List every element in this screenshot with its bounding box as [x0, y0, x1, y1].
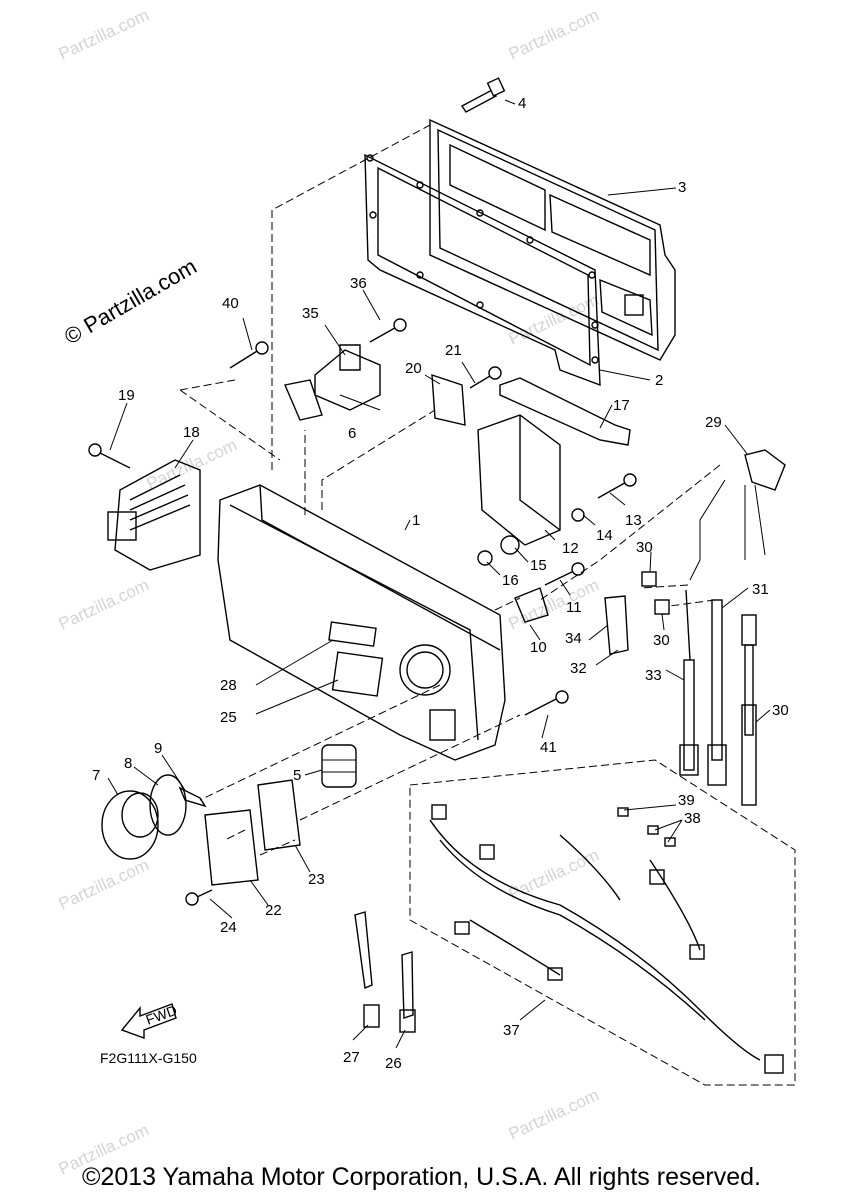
watermark: Partzilla.com [506, 575, 602, 633]
watermark: Partzilla.com [56, 855, 152, 913]
callout-27: 27 [343, 1049, 360, 1066]
part-17-band [499, 377, 631, 446]
fwd-arrow-icon: FWD [120, 1002, 179, 1039]
callout-14: 14 [596, 527, 613, 544]
reference-lines [179, 124, 721, 856]
callout-25: 25 [220, 709, 237, 726]
part-2-gasket [364, 153, 601, 387]
watermark: Partzilla.com [506, 5, 602, 63]
callout-17: 17 [613, 397, 630, 414]
watermarks: Partzilla.com Partzilla.com Partzilla.co… [56, 5, 602, 1178]
part-9-clip [178, 786, 207, 808]
callout-42: 41 [540, 739, 557, 756]
part-29-connector [689, 449, 786, 581]
part-18-rectifier-regulator [107, 459, 201, 571]
callout-15: 15 [530, 557, 547, 574]
callout-37: 36 [350, 275, 367, 292]
callout-20: 20 [405, 360, 422, 377]
callout-23: 23 [308, 871, 325, 888]
callout-39: 38 [684, 810, 701, 827]
part-34-cable [679, 589, 699, 776]
copyright-notice: ©2013 Yamaha Motor Corporation, U.S.A. A… [82, 1163, 761, 1191]
part-22-plate [204, 809, 259, 886]
callout-28: 28 [220, 677, 237, 694]
callout-22: 22 [265, 902, 282, 919]
part-38-wire-harness [429, 804, 784, 1074]
leader-lines [107, 99, 771, 1049]
callout-30a: 30 [636, 539, 653, 556]
callout-30b: 30 [653, 632, 670, 649]
part-31-cable [741, 614, 757, 806]
part-12-cdi-unit [477, 414, 561, 546]
callout-labels: 4 3 2 1 6 35 36 40 19 18 20 21 17 12 14 … [92, 95, 789, 1072]
callout-16: 16 [502, 572, 519, 589]
callout-7: 7 [92, 767, 100, 784]
part-4-screw [460, 77, 506, 113]
callout-29: 29 [705, 414, 722, 431]
callout-35: 34 [565, 630, 582, 647]
main-watermark: © Partzilla.com [60, 254, 201, 350]
callout-6: 6 [348, 425, 356, 442]
callout-18: 18 [183, 424, 200, 441]
callout-33: 32 [570, 660, 587, 677]
part-8-ring [149, 774, 187, 836]
part-5-grommet [321, 744, 357, 788]
part-36-relay [314, 344, 381, 411]
part-39-40-terminals [617, 807, 676, 847]
callout-12: 12 [562, 540, 579, 557]
part-23-plate [257, 779, 301, 851]
callout-4: 4 [518, 95, 526, 112]
callout-2: 2 [655, 372, 663, 389]
watermark: Partzilla.com [506, 845, 602, 903]
part-3-cover [429, 118, 676, 361]
part-26-tie [399, 951, 416, 1033]
watermark: Partzilla.com [56, 5, 152, 63]
callout-19: 19 [118, 387, 135, 404]
part-27-tie [354, 911, 380, 1028]
watermark: Partzilla.com [506, 290, 602, 348]
callout-26: 26 [385, 1055, 402, 1072]
callout-1: 1 [412, 512, 420, 529]
watermark: Partzilla.com [144, 435, 240, 493]
callout-38: 37 [503, 1022, 520, 1039]
part-20-bracket [431, 374, 466, 426]
part-1-electrical-box [217, 484, 506, 761]
part-7-cap [101, 790, 159, 860]
callout-10: 10 [530, 639, 547, 656]
part-6-pad [284, 379, 323, 421]
watermark: Partzilla.com [56, 575, 152, 633]
callout-9: 9 [154, 740, 162, 757]
screws [88, 318, 637, 906]
callout-40: 39 [678, 792, 695, 809]
callout-34: 33 [645, 667, 662, 684]
callout-32: 31 [752, 581, 769, 598]
part-10-bracket [514, 587, 549, 623]
washers-grommets [477, 508, 585, 566]
callout-3: 3 [678, 179, 686, 196]
part-32-cable [707, 599, 727, 786]
callout-36: 35 [302, 305, 319, 322]
callout-11: 11 [566, 599, 582, 616]
callout-41: 40 [222, 295, 239, 312]
callout-24: 24 [220, 919, 237, 936]
part-38-harness-boundary [409, 759, 796, 1086]
callout-13: 13 [625, 512, 642, 529]
part-30-nuts [641, 571, 670, 615]
callout-8: 8 [124, 755, 132, 772]
callout-31: 30 [772, 702, 789, 719]
watermark: Partzilla.com [506, 1085, 602, 1143]
callout-21: 21 [445, 342, 462, 359]
callout-5: 5 [293, 767, 301, 784]
part-33-35-cap [604, 595, 629, 655]
figure-code: F2G111X-G150 [100, 1050, 197, 1066]
